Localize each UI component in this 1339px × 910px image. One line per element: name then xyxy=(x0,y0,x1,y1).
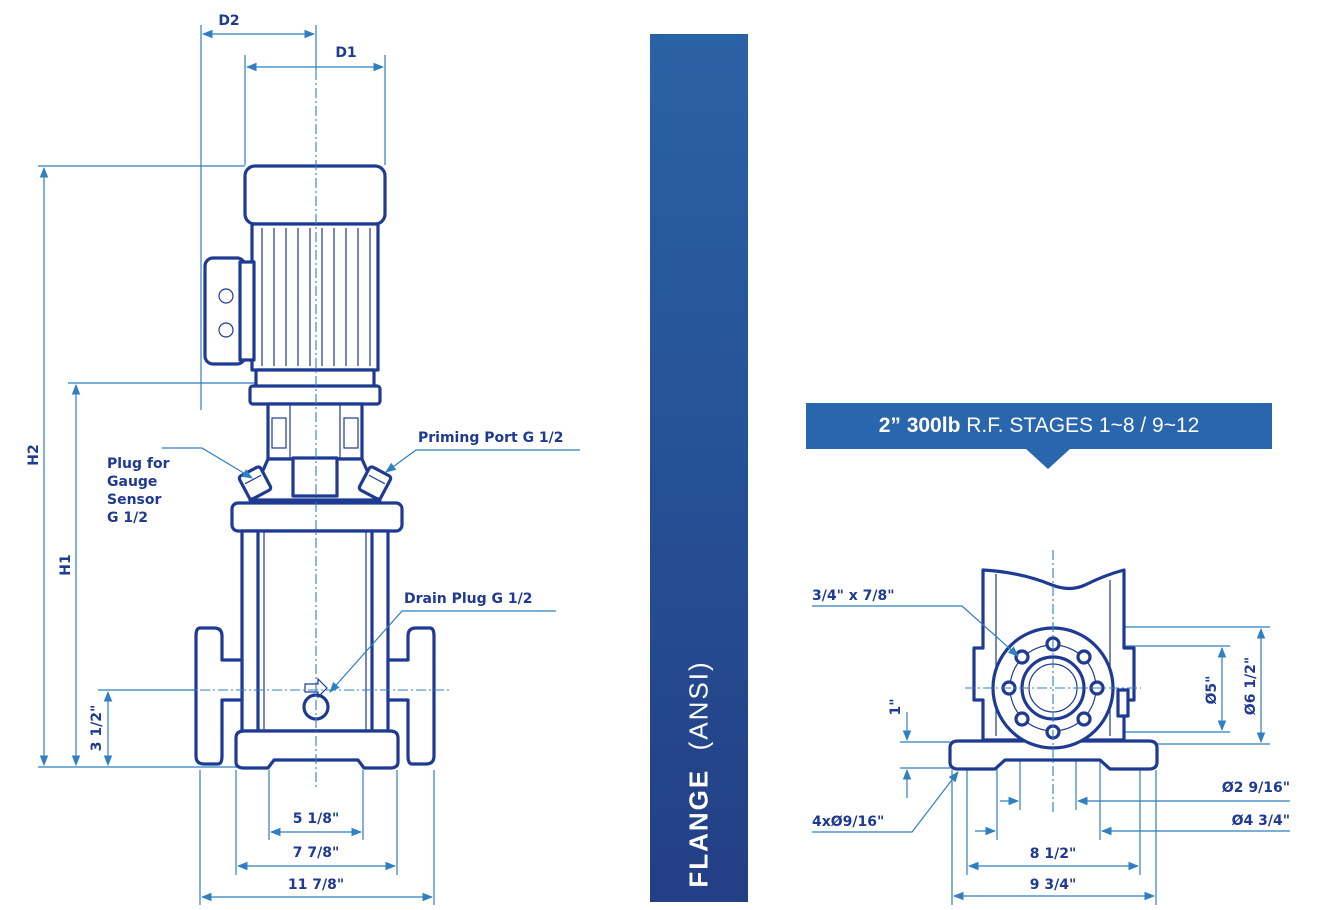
banner-normal: (ANSI) xyxy=(683,660,714,751)
callout-priming-port: Priming Port G 1/2 xyxy=(418,430,564,446)
flange-leader-slot xyxy=(812,605,1019,657)
dim-11-7-8: 11 7/8" xyxy=(288,877,344,893)
callout-gauge-line-4: G 1/2 xyxy=(107,510,148,526)
dim-holes: 4xØ9/16" xyxy=(812,814,884,830)
dim-h2: H2 xyxy=(26,444,42,465)
dim-d5: Ø5" xyxy=(1204,676,1220,705)
dim-7-7-8: 7 7/8" xyxy=(293,845,340,861)
coupling-lantern xyxy=(237,402,393,502)
flange-banner-text: FLANGE (ANSI) xyxy=(684,660,715,887)
pump-elevation: D2 D1 H2 H1 3 1/2" 5 1/8" 7 7/8" 11 7/8"… xyxy=(26,13,580,905)
flange-leader-holes xyxy=(812,771,959,833)
flange-spec-tag: 2” 300lb R.F. STAGES 1~8 / 9~12 xyxy=(806,403,1272,449)
dim-9-3-4: 9 3/4" xyxy=(1030,877,1077,893)
dim-d1: D1 xyxy=(335,45,356,61)
dim-flange-height: 1" xyxy=(888,698,904,715)
dim-d4-3-4: Ø4 3/4" xyxy=(1232,813,1290,829)
banner-bold: FLANGE xyxy=(683,768,714,888)
tag-normal: R.F. STAGES 1~8 / 9~12 xyxy=(966,414,1200,437)
dim-slot: 3/4" x 7/8" xyxy=(812,588,895,604)
side-flanges xyxy=(194,626,436,766)
callout-gauge-line-2: Gauge xyxy=(107,474,157,490)
flange-spec-tag-pointer xyxy=(1026,449,1070,469)
dim-8-1-2: 8 1/2" xyxy=(1030,846,1077,862)
callout-gauge-line-3: Sensor xyxy=(107,492,161,508)
dim-d2: D2 xyxy=(218,13,239,29)
dim-h1: H1 xyxy=(58,554,74,575)
extension-lines xyxy=(38,25,435,905)
motor xyxy=(203,164,387,406)
callout-gauge-line-1: Plug for xyxy=(107,456,170,472)
dim-d6: Ø6 1/2" xyxy=(1243,657,1259,715)
tag-bold: 2” 300lb xyxy=(878,414,961,437)
flange-dimension-lines xyxy=(902,627,1290,901)
flange-face xyxy=(965,550,1141,812)
flange-banner: FLANGE (ANSI) xyxy=(650,34,748,902)
leader-lines xyxy=(162,447,580,693)
pump-base xyxy=(234,729,400,770)
dim-5-1-8: 5 1/8" xyxy=(293,811,340,827)
pump-head xyxy=(230,501,404,533)
callout-drain-plug: Drain Plug G 1/2 xyxy=(404,591,533,607)
dim-h-inlet: 3 1/2" xyxy=(89,705,105,752)
flange-detail: 3/4" x 7/8" 1" 4xØ9/16" Ø5" Ø6 1/2" Ø2 9… xyxy=(812,550,1290,905)
dimension-lines xyxy=(39,29,434,902)
dim-d2-9-16: Ø2 9/16" xyxy=(1222,780,1290,796)
